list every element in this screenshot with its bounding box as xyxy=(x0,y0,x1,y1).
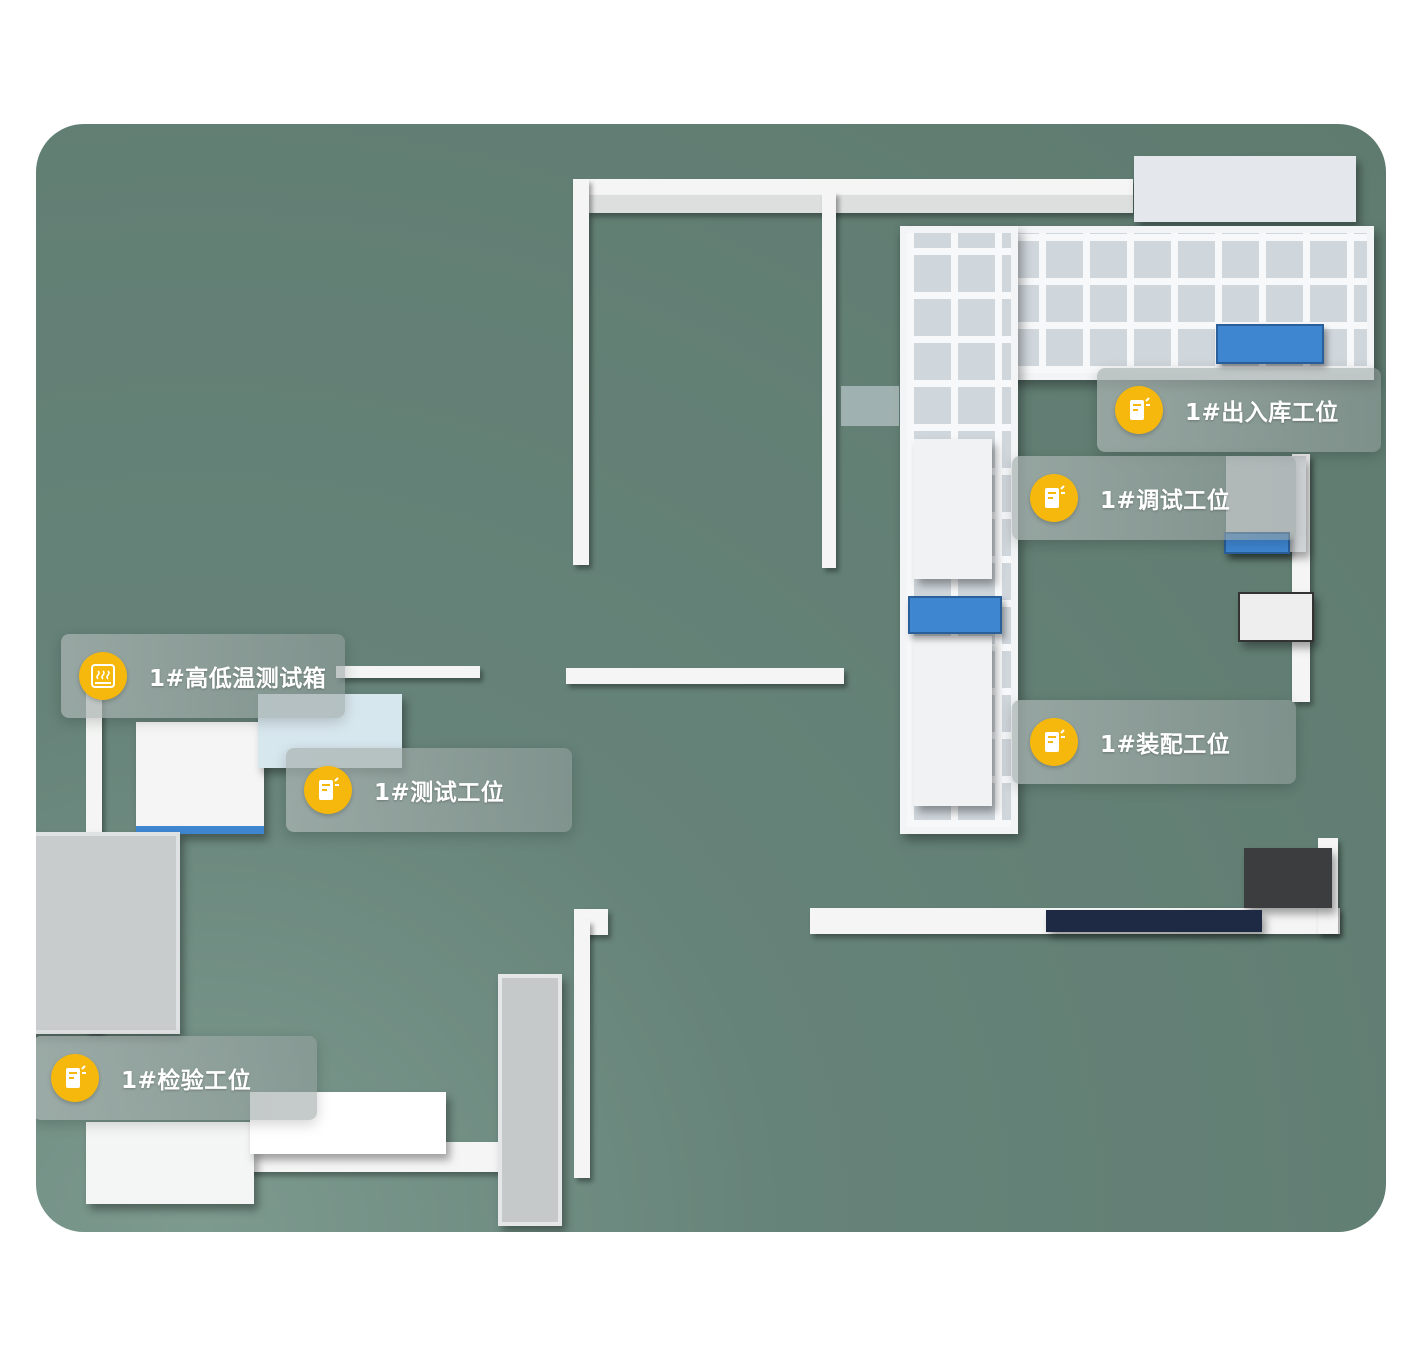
roof-unit xyxy=(1134,156,1356,222)
heat-chamber-icon xyxy=(79,652,127,700)
workstation-icon xyxy=(1030,718,1078,766)
factory-floor-map: 1#出入库工位 1#调试工位 1#装配工位 1#高低温测试箱 1#测试工位 1#… xyxy=(36,124,1386,1232)
printer xyxy=(1238,592,1314,642)
dark-cabinet xyxy=(1244,848,1332,908)
dashboard-screen xyxy=(1046,910,1262,932)
station-label-text: 1#检验工位 xyxy=(121,1068,252,1094)
wall-room-left xyxy=(573,179,589,565)
rack-shelf-upper xyxy=(914,439,992,579)
blue-machine-rack xyxy=(908,596,1002,634)
temp-chamber xyxy=(136,722,264,834)
blue-machine-top xyxy=(1216,324,1324,364)
station-label-inspect[interactable]: 1#检验工位 xyxy=(36,1036,317,1120)
wall-left-top-segment xyxy=(336,666,480,678)
station-label-in-out[interactable]: 1#出入库工位 xyxy=(1097,368,1381,452)
station-label-text: 1#装配工位 xyxy=(1100,732,1231,758)
station-label-text: 1#调试工位 xyxy=(1100,488,1231,514)
inspection-table xyxy=(86,1122,254,1204)
left-cabinet-rack xyxy=(36,832,180,1034)
workstation-icon xyxy=(304,766,352,814)
wall-top xyxy=(573,179,1133,195)
station-label-text: 1#出入库工位 xyxy=(1185,400,1339,426)
workstation-icon xyxy=(1115,386,1163,434)
station-label-chamber[interactable]: 1#高低温测试箱 xyxy=(61,634,345,718)
station-label-text: 1#测试工位 xyxy=(374,780,505,806)
bottom-shelf-rack xyxy=(498,974,562,1226)
wall-room-divider xyxy=(822,192,836,568)
wall-top-inner xyxy=(587,195,1133,213)
wall-lower-vertical xyxy=(574,920,590,1178)
station-label-debug[interactable]: 1#调试工位 xyxy=(1012,456,1296,540)
rack-shelf-lower xyxy=(914,636,992,806)
workstation-icon xyxy=(1030,474,1078,522)
station-label-text: 1#高低温测试箱 xyxy=(149,666,327,692)
station-label-assembly[interactable]: 1#装配工位 xyxy=(1012,700,1296,784)
station-label-test[interactable]: 1#测试工位 xyxy=(286,748,572,832)
rack-side-frame xyxy=(841,386,899,426)
workstation-icon xyxy=(51,1054,99,1102)
wall-mid-segment xyxy=(566,668,844,684)
